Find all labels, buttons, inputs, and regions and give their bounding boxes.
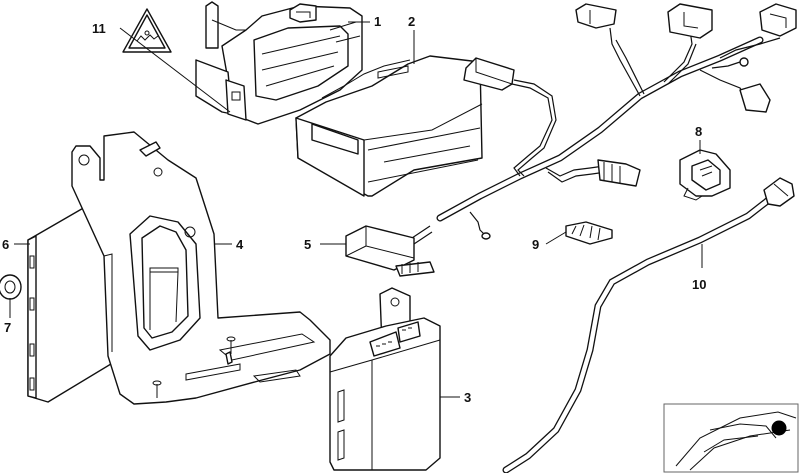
callout-7: 7 <box>4 320 11 335</box>
callout-4: 4 <box>236 237 244 252</box>
location-marker-icon <box>771 420 787 436</box>
part-9-terminal[interactable] <box>565 221 613 245</box>
part-10-antenna-cable[interactable] <box>502 177 795 473</box>
callout-6: 6 <box>2 237 9 252</box>
leader-lines <box>9 21 703 398</box>
car-location-thumbnail <box>663 403 799 473</box>
callout-1: 1 <box>374 14 381 29</box>
part-8-holder[interactable] <box>679 149 731 201</box>
callout-8: 8 <box>695 124 702 139</box>
callout-5: 5 <box>304 237 311 252</box>
part-3-module[interactable] <box>329 287 441 471</box>
callout-2: 2 <box>408 14 415 29</box>
part-4-mounting-bracket[interactable] <box>71 131 331 405</box>
part-5-wiring-harness[interactable] <box>345 3 797 277</box>
part-2-control-unit[interactable] <box>295 55 483 197</box>
callout-11: 11 <box>92 21 106 36</box>
part-1-bracket[interactable] <box>195 1 363 125</box>
callouts: 11 1 2 3 4 5 6 7 8 9 10 <box>2 14 706 405</box>
part-7-grommet[interactable] <box>0 274 22 300</box>
part-11-warning-label[interactable] <box>122 8 172 53</box>
callout-9: 9 <box>532 237 539 252</box>
callout-3: 3 <box>464 390 471 405</box>
callout-10: 10 <box>692 277 706 292</box>
